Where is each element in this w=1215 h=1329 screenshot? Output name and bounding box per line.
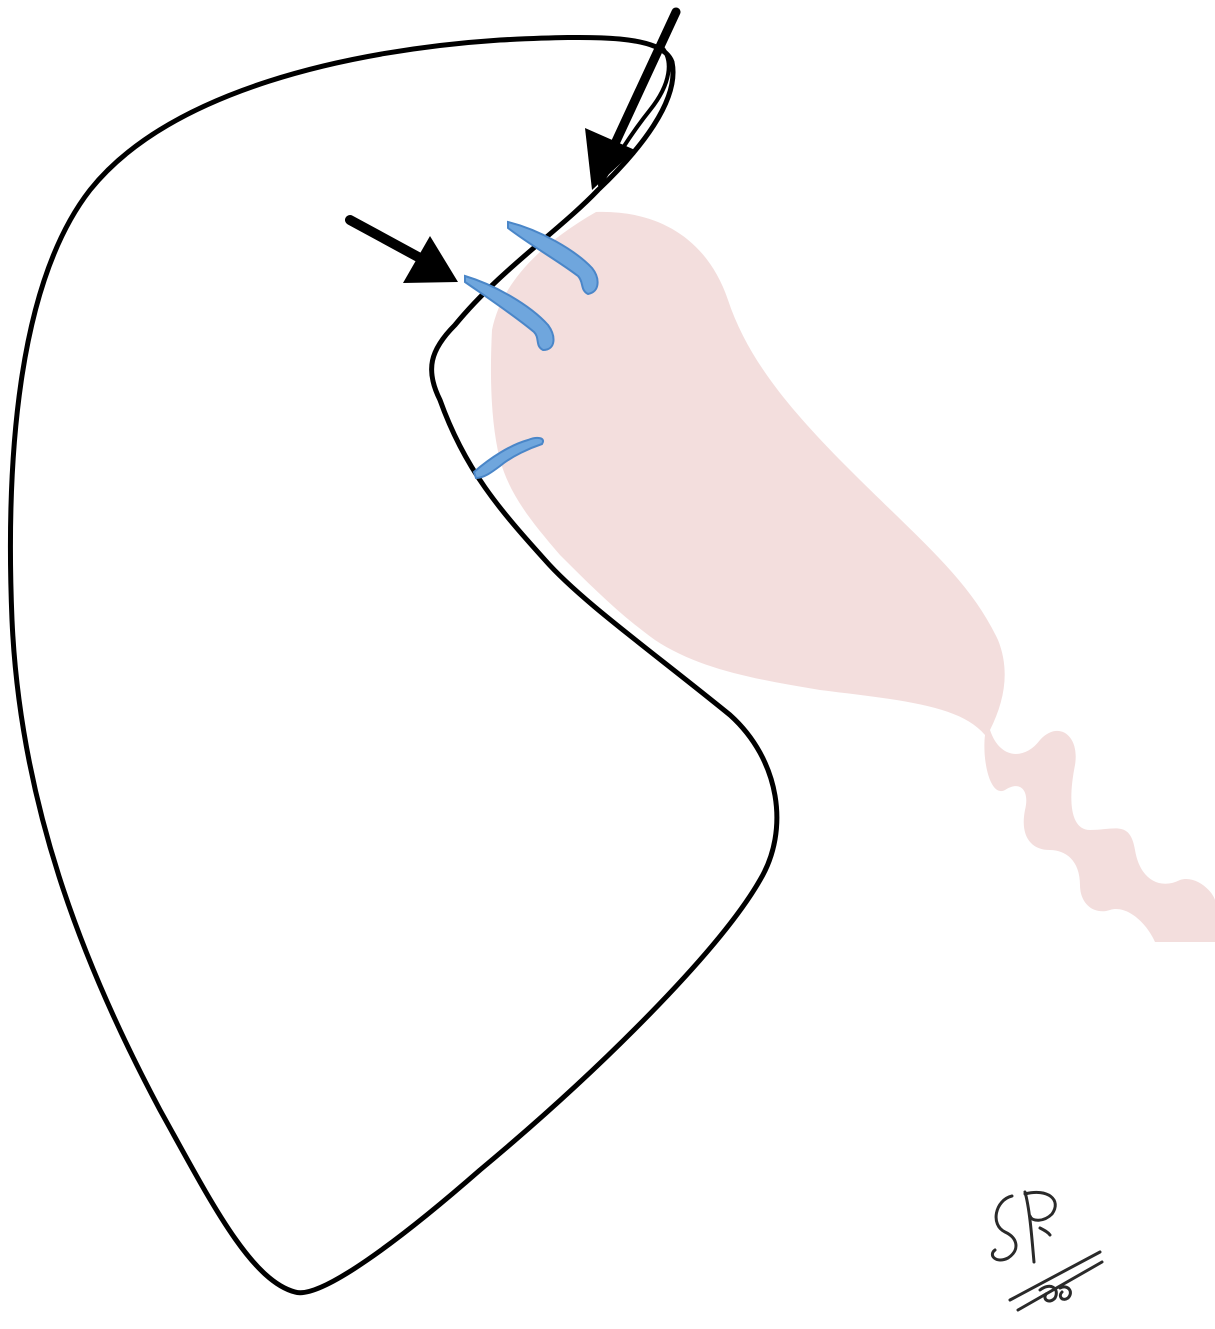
background — [0, 0, 1215, 1329]
diagram-canvas — [0, 0, 1215, 1329]
